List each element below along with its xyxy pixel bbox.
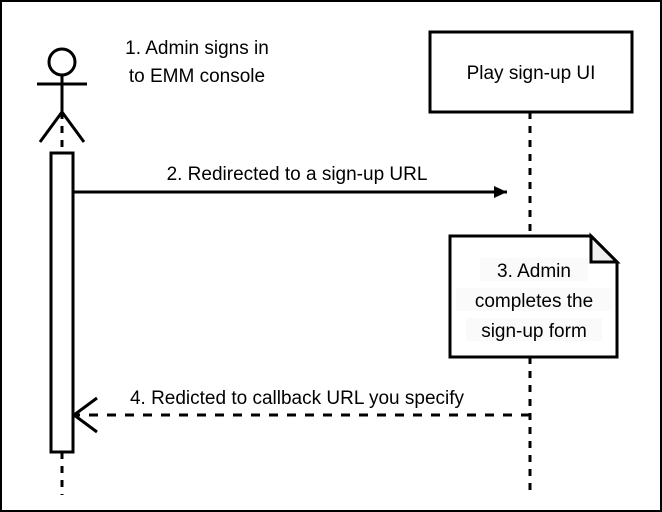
actor-leg-right-line (60, 111, 86, 143)
participant-label: Play sign-up UI (467, 63, 596, 84)
note-line-3: sign-up form (481, 321, 587, 342)
message-4[interactable]: 4. Redicted to callback URL you specify (71, 388, 530, 434)
note-fold-corner-icon (589, 232, 621, 264)
note-line-2: completes the (475, 291, 593, 312)
note-text-highlight-2 (456, 288, 612, 311)
step1-label-line2: to EMM console (129, 66, 265, 87)
participant-box (428, 30, 634, 114)
message-2-label: 2. Redirected to a sign-up URL (167, 164, 428, 185)
message-4-label: 4. Redicted to callback URL you specify (130, 388, 465, 409)
message-4-open-arrowhead-icon (71, 396, 98, 434)
note-line-1: 3. Admin (497, 261, 571, 282)
actor-head-icon (47, 47, 77, 77)
message-2[interactable]: 2. Redirected to a sign-up URL (73, 164, 507, 198)
actor-leg-left-line (38, 111, 64, 143)
activation-bar-admin (49, 151, 75, 454)
note-text-highlight-1 (480, 258, 588, 281)
note-step3[interactable]: 3. Admin completes the sign-up form (448, 232, 621, 359)
actor-admin[interactable] (37, 47, 87, 143)
note-text-highlight-3 (466, 318, 602, 341)
participant-play-signup-ui[interactable]: Play sign-up UI (428, 30, 634, 114)
step1-label-line1: 1. Admin signs in (125, 38, 269, 59)
